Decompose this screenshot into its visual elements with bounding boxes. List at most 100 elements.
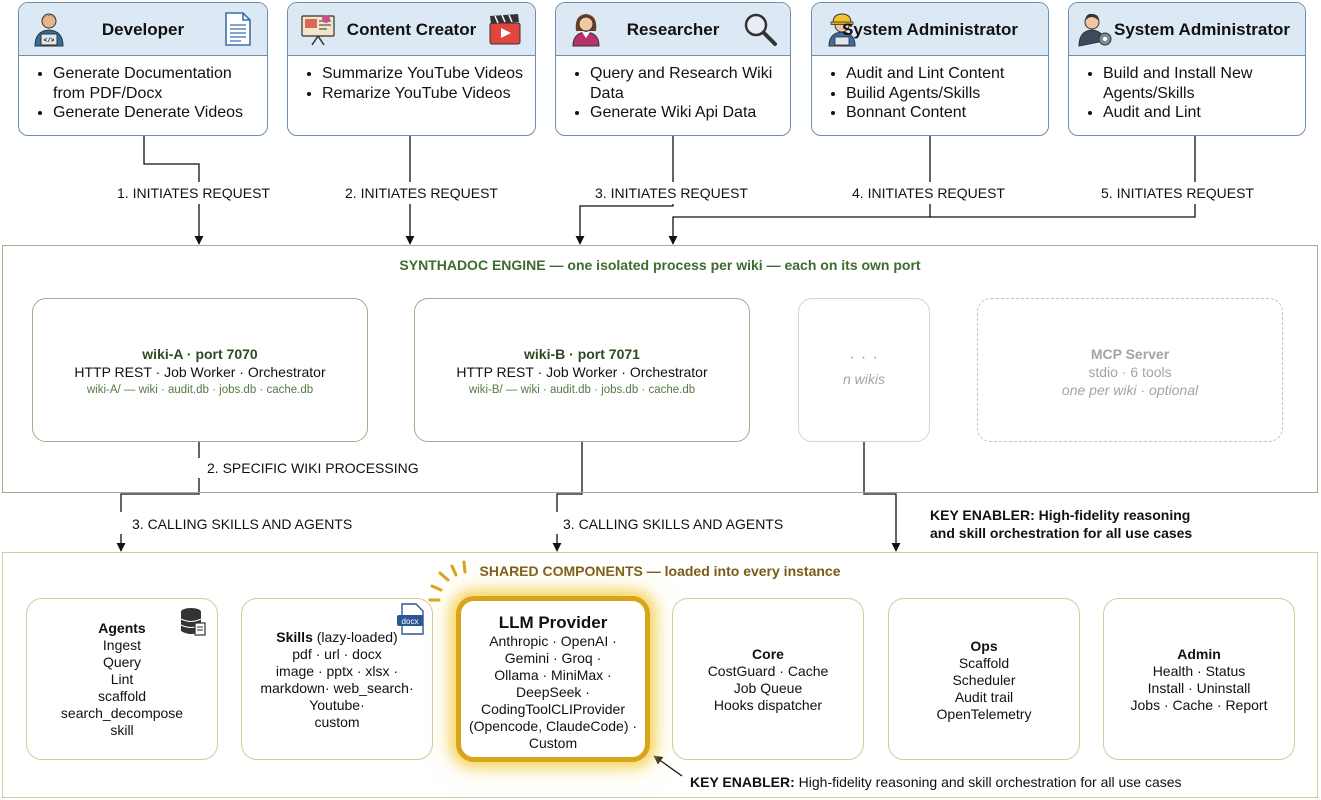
- mcp-note: one per wiki · optional: [1061, 382, 1199, 398]
- agents-title: Agents: [98, 620, 146, 636]
- magnifier-icon: [744, 13, 777, 46]
- key-enabler-note-line2: and skill orchestration for all use case…: [930, 525, 1193, 541]
- persona-task: Bonnant Content: [846, 103, 1048, 123]
- persona-task-list: Build and Install New Agents/Skills Audi…: [1069, 64, 1305, 123]
- ops-title: Ops: [970, 638, 998, 654]
- wiki-b-files: wiki-B/ — wiki · audit.db · jobs.db · ca…: [468, 384, 696, 396]
- ops-item: Scheduler: [952, 672, 1016, 688]
- persona-header: Researcher: [556, 3, 790, 56]
- admin-item: Install · Uninstall: [1147, 680, 1251, 696]
- agents-item: Query: [102, 654, 142, 670]
- admin-gear-avatar-icon: [1078, 13, 1112, 47]
- persona-task-list: Audit and Lint Content Builid Agents/Ski…: [812, 64, 1048, 123]
- skills-title-suffix: (lazy-loaded): [312, 629, 398, 645]
- llm-provider-component: LLM Provider Anthropic · OpenAI · Gemini…: [456, 596, 650, 762]
- key-enabler-note-line1: KEY ENABLER: High-fidelity reasoning: [930, 507, 1191, 523]
- persona-task-list: Summarize YouTube Videos Remarize YouTub…: [288, 64, 535, 103]
- wiki-b-instance: wiki-B · port 7071 HTTP REST · Job Worke…: [414, 298, 750, 442]
- wiki-a-title: wiki-A · port 7070: [142, 346, 258, 362]
- calling-skills-label-b: 3. CALLING SKILLS AND AGENTS: [563, 516, 784, 532]
- document-icon: [225, 12, 251, 46]
- admin-item: Health · Status: [1152, 663, 1246, 679]
- specific-wiki-label: 2. SPECIFIC WIKI PROCESSING: [207, 460, 419, 476]
- persona-title: Developer: [101, 20, 185, 39]
- persona-task: Remarize YouTube Videos: [322, 84, 535, 104]
- skills-item: Youtube·: [309, 697, 365, 713]
- persona-header: System Administrator: [1069, 3, 1305, 56]
- skills-item: image · pptx · xlsx ·: [275, 663, 399, 679]
- n-wikis-placeholder: · · · n wikis: [798, 298, 930, 442]
- admin-component: Admin Health · Status Install · Uninstal…: [1103, 598, 1295, 760]
- skills-item: markdown· web_search·: [260, 680, 414, 696]
- persona-task-list: Generate Documentation from PDF/Docx Gen…: [19, 64, 267, 123]
- persona-task-list: Query and Research Wiki Data Generate Wi…: [556, 64, 790, 123]
- persona-header: </> Developer: [19, 3, 267, 56]
- wiki-a-services: HTTP REST · Job Worker · Orchestrator: [74, 364, 326, 380]
- persona-task: Generate Documentation from PDF/Docx: [53, 64, 267, 103]
- skills-component: docx Skills (lazy-loaded) pdf · url · do…: [241, 598, 433, 760]
- engine-title: SYNTHADOC ENGINE — one isolated process …: [399, 257, 921, 273]
- skills-heading: Skills (lazy-loaded): [242, 629, 432, 646]
- agents-item: skill: [110, 722, 134, 738]
- shared-components-section: SHARED COMPONENTS — loaded into every in…: [2, 552, 1318, 798]
- n-wikis-label: n wikis: [842, 371, 885, 387]
- shared-title: SHARED COMPONENTS — loaded into every in…: [479, 563, 841, 579]
- admin-item: Jobs · Cache · Report: [1130, 697, 1268, 713]
- skills-item: pdf · url · docx: [292, 646, 382, 662]
- core-item: Hooks dispatcher: [713, 697, 823, 713]
- persona-card-system-administrator-1: System Administrator Audit and Lint Cont…: [811, 2, 1049, 136]
- persona-card-system-administrator-2: System Administrator Build and Install N…: [1068, 2, 1306, 136]
- llm-item: DeepSeek ·: [516, 684, 590, 700]
- request-label-3: 3. INITIATES REQUEST: [595, 185, 748, 201]
- persona-title: Researcher: [626, 20, 720, 39]
- ops-item: Audit trail: [954, 689, 1014, 705]
- persona-task: Build and Install New Agents/Skills: [1103, 64, 1305, 103]
- request-label-1: 1. INITIATES REQUEST: [117, 185, 270, 201]
- persona-title: Content Creator: [346, 20, 477, 39]
- docx-file-icon: docx: [397, 603, 424, 635]
- synthadoc-engine-section: SYNTHADOC ENGINE — one isolated process …: [2, 245, 1318, 493]
- core-title: Core: [752, 646, 784, 662]
- persona-header: System Administrator: [812, 3, 1048, 56]
- llm-item: CodingToolCLIProvider: [481, 701, 625, 717]
- core-item: Job Queue: [733, 680, 803, 696]
- llm-item: Custom: [528, 735, 578, 751]
- n-wikis-dots: · · ·: [849, 349, 879, 366]
- persona-header: Content Creator: [288, 3, 535, 56]
- persona-title: System Administrator: [1113, 20, 1291, 39]
- core-item: CostGuard · Cache: [707, 663, 829, 679]
- wiki-a-files: wiki-A/ — wiki · audit.db · jobs.db · ca…: [86, 384, 314, 396]
- llm-item: Ollama · MiniMax ·: [494, 667, 612, 683]
- wiki-b-services: HTTP REST · Job Worker · Orchestrator: [456, 364, 708, 380]
- mcp-server: MCP Server stdio · 6 tools one per wiki …: [977, 298, 1283, 442]
- persona-card-researcher: Researcher Query and Research Wiki Data …: [555, 2, 791, 136]
- database-icon: [180, 608, 206, 636]
- mcp-sub: stdio · 6 tools: [1088, 364, 1172, 380]
- agents-component: Agents Ingest Query Lint scaffold search…: [26, 598, 218, 760]
- wiki-b-title: wiki-B · port 7071: [524, 346, 640, 362]
- llm-title: LLM Provider: [498, 613, 608, 632]
- key-enabler-bottom-bold: KEY ENABLER:: [690, 774, 795, 790]
- persona-task: Generate Wiki Api Data: [590, 103, 790, 123]
- persona-task: Query and Research Wiki Data: [590, 64, 790, 103]
- llm-item: (Opencode, ClaudeCode) ·: [468, 718, 638, 734]
- llm-item: Gemini · Groq ·: [504, 650, 602, 666]
- video-clapper-icon: [489, 14, 521, 45]
- persona-task: Generate Denerate Videos: [53, 103, 267, 123]
- presentation-board-icon: [301, 15, 335, 46]
- admin-hardhat-avatar-icon: [828, 13, 856, 47]
- agents-item: Ingest: [102, 637, 142, 653]
- persona-card-developer: </> Developer Generate Documentation fro…: [18, 2, 268, 136]
- researcher-avatar-icon: [572, 14, 600, 47]
- persona-task: Audit and Lint: [1103, 103, 1305, 123]
- agents-item: search_decompose: [60, 705, 184, 721]
- core-component: Core CostGuard · Cache Job Queue Hooks d…: [672, 598, 864, 760]
- svg-text:</>: </>: [44, 37, 55, 44]
- agents-item: scaffold: [98, 688, 146, 704]
- mcp-title: MCP Server: [1090, 346, 1170, 362]
- key-enabler-bottom-text: High-fidelity reasoning and skill orches…: [798, 774, 1182, 790]
- persona-card-content-creator: Content Creator Summarize YouTube Videos…: [287, 2, 536, 136]
- agents-item: Lint: [110, 671, 134, 687]
- persona-title: System Administrator: [841, 20, 1019, 39]
